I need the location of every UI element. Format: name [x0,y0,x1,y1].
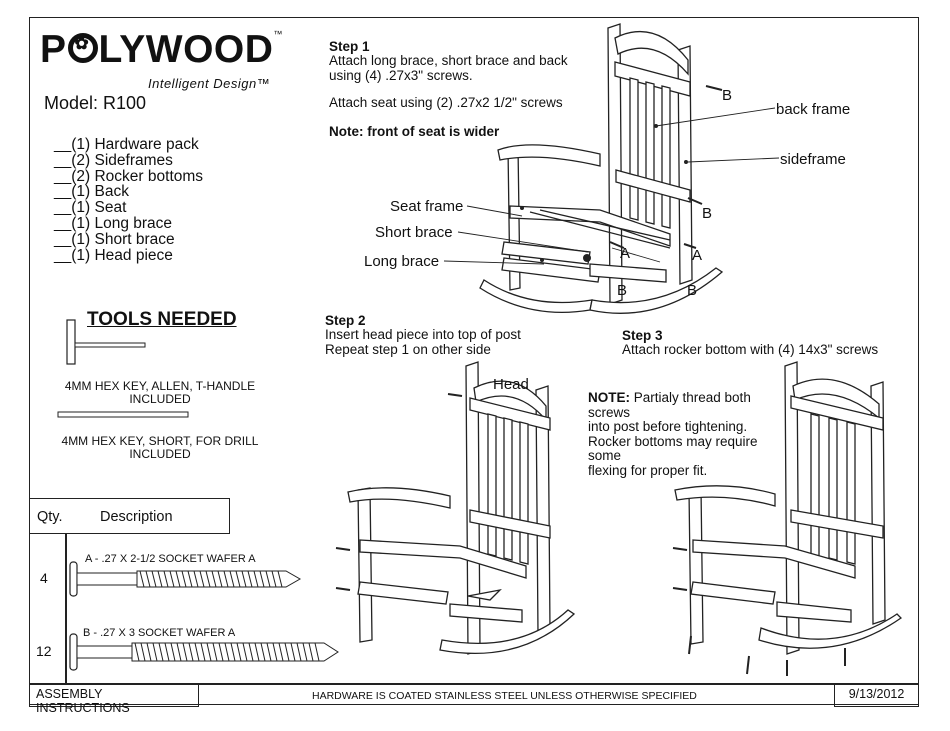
parts-list: __(1) Hardware pack __(2) Sideframes __(… [54,137,203,263]
list-item: __(2) Rocker bottoms [54,167,204,185]
callout-seat-frame: Seat frame [390,198,464,215]
row-qty: 4 [40,570,48,586]
page-frame [29,17,919,705]
callout-short-brace: Short brace [375,224,453,241]
logo-flower-icon [67,33,98,63]
t-handle-hex-key-icon [66,319,146,365]
callout-b: B [722,87,733,104]
short-hex-key-icon [57,411,189,418]
screw-a-icon [69,561,302,597]
list-item: __(2) Sideframes [54,151,173,169]
callout-long-brace: Long brace [364,253,440,270]
callout-back-frame: back frame [776,101,851,118]
screw-b-icon [69,633,339,671]
list-item: __(1) Long brace [54,214,173,232]
step3-note: NOTE: Partialy thread both screws into p… [588,390,758,478]
list-item: __(1) Back [54,183,129,201]
step1-chair-illustration [479,23,724,314]
row-desc: B - .27 X 3 SOCKET WAFER A [83,627,236,639]
footer-date: 9/13/2012 [834,683,919,707]
callout-a: A [692,247,703,264]
table-divider [65,534,67,684]
tool1-caption: 4MM HEX KEY, ALLEN, T-HANDLE INCLUDED [64,379,256,406]
step1-text: Step 1 Attach long brace, short brace an… [329,39,568,139]
hardware-table-header [29,498,230,534]
row-qty: 12 [36,643,52,659]
footer-title: ASSEMBLY INSTRUCTIONS [29,683,199,715]
description-header: Description [100,509,173,525]
callout-b: B [617,282,628,299]
callout-b: B [687,282,698,299]
brand-tagline: Intelligent Design™ [148,76,271,91]
tool2-caption: 4MM HEX KEY, SHORT, FOR DRILL INCLUDED [61,434,259,461]
callout-head: Head [493,376,529,393]
callout-sideframe: sideframe [780,151,846,168]
qty-header: Qty. [37,509,63,525]
model-number: Model: R100 [44,93,147,113]
callout-a: A [620,245,631,262]
step2-text: Step 2 Insert head piece into top of pos… [325,313,521,357]
tools-heading: TOOLS NEEDED [87,309,237,330]
list-item: __(1) Head piece [54,246,173,264]
row-desc: A - .27 X 2-1/2 SOCKET WAFER A [85,553,256,565]
brand-logo: PLYWOOD™ [40,30,283,70]
footer-rule [29,683,919,685]
list-item: __(1) Short brace [54,230,175,248]
list-item: __(1) Seat [54,199,127,217]
step2-chair-illustration [335,361,576,655]
list-item: __(1) Hardware pack [54,136,199,153]
step3-text: Step 3 Attach rocker bottom with (4) 14x… [622,328,879,357]
footer-note: HARDWARE IS COATED STAINLESS STEEL UNLES… [312,690,697,702]
callout-b: B [702,205,713,222]
step3-chair-illustration [672,361,903,676]
